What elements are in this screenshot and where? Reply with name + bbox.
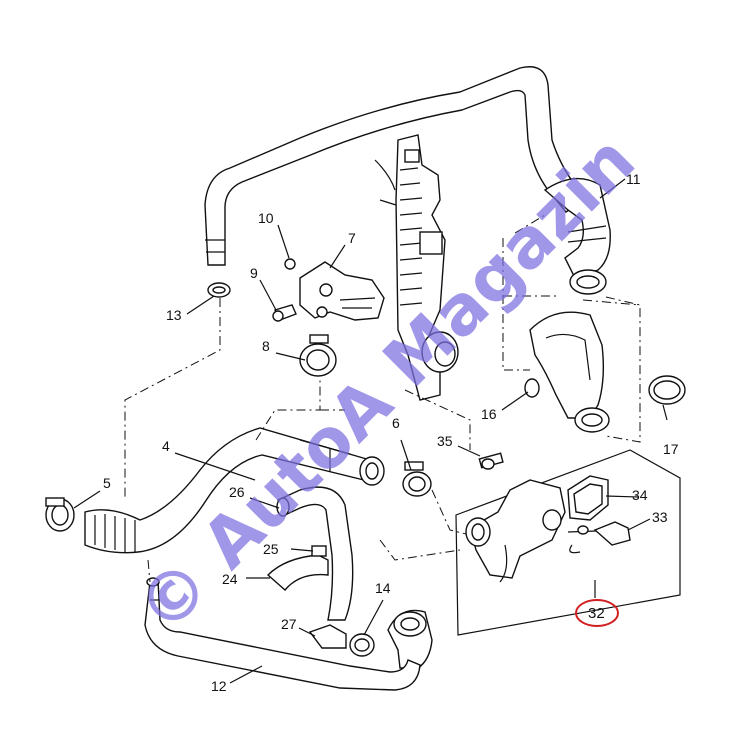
bracket-7 bbox=[272, 258, 385, 322]
upper-hose bbox=[204, 66, 584, 266]
hose-4 bbox=[84, 427, 385, 554]
hose-12 bbox=[144, 577, 421, 691]
screw-35 bbox=[478, 452, 504, 470]
clamp-6 bbox=[402, 461, 432, 497]
part-label-27: 27 bbox=[281, 616, 297, 632]
part-label-32: 32 bbox=[588, 605, 605, 622]
section-lines-center bbox=[124, 298, 471, 583]
clamp-17 bbox=[648, 375, 686, 405]
part-label-35: 35 bbox=[437, 433, 453, 449]
part-label-13: 13 bbox=[166, 307, 182, 323]
part-label-9: 9 bbox=[250, 265, 258, 281]
part-label-6: 6 bbox=[392, 415, 400, 431]
hose-16 bbox=[524, 311, 610, 433]
part-label-33: 33 bbox=[652, 509, 668, 525]
part-label-24: 24 bbox=[222, 571, 238, 587]
assembly-32-box bbox=[455, 449, 681, 636]
part-label-25: 25 bbox=[263, 541, 279, 557]
clamp-13 bbox=[207, 282, 231, 298]
part-label-26: 26 bbox=[229, 484, 245, 500]
callout-32-circle bbox=[575, 599, 619, 627]
hose-24 bbox=[266, 486, 354, 621]
part-label-17: 17 bbox=[663, 441, 679, 457]
part-label-16: 16 bbox=[481, 406, 497, 422]
callout-32: 32 bbox=[575, 599, 619, 627]
bracket-27 bbox=[308, 624, 347, 649]
part-label-11: 11 bbox=[626, 171, 641, 187]
part-label-12: 12 bbox=[211, 678, 227, 694]
section-lines-right bbox=[502, 214, 641, 443]
part-label-7: 7 bbox=[348, 230, 356, 246]
hose-14 bbox=[349, 609, 433, 669]
part-label-10: 10 bbox=[258, 210, 274, 226]
part-label-5: 5 bbox=[103, 475, 111, 491]
part-label-14: 14 bbox=[375, 580, 391, 596]
radiator bbox=[374, 134, 459, 401]
part-label-4: 4 bbox=[162, 438, 170, 454]
clamp-5 bbox=[45, 497, 75, 532]
part-label-34: 34 bbox=[632, 487, 648, 503]
hose-11 bbox=[543, 177, 611, 295]
leader-lines bbox=[73, 178, 668, 684]
part-label-8: 8 bbox=[262, 338, 270, 354]
clamp-8 bbox=[299, 334, 337, 377]
